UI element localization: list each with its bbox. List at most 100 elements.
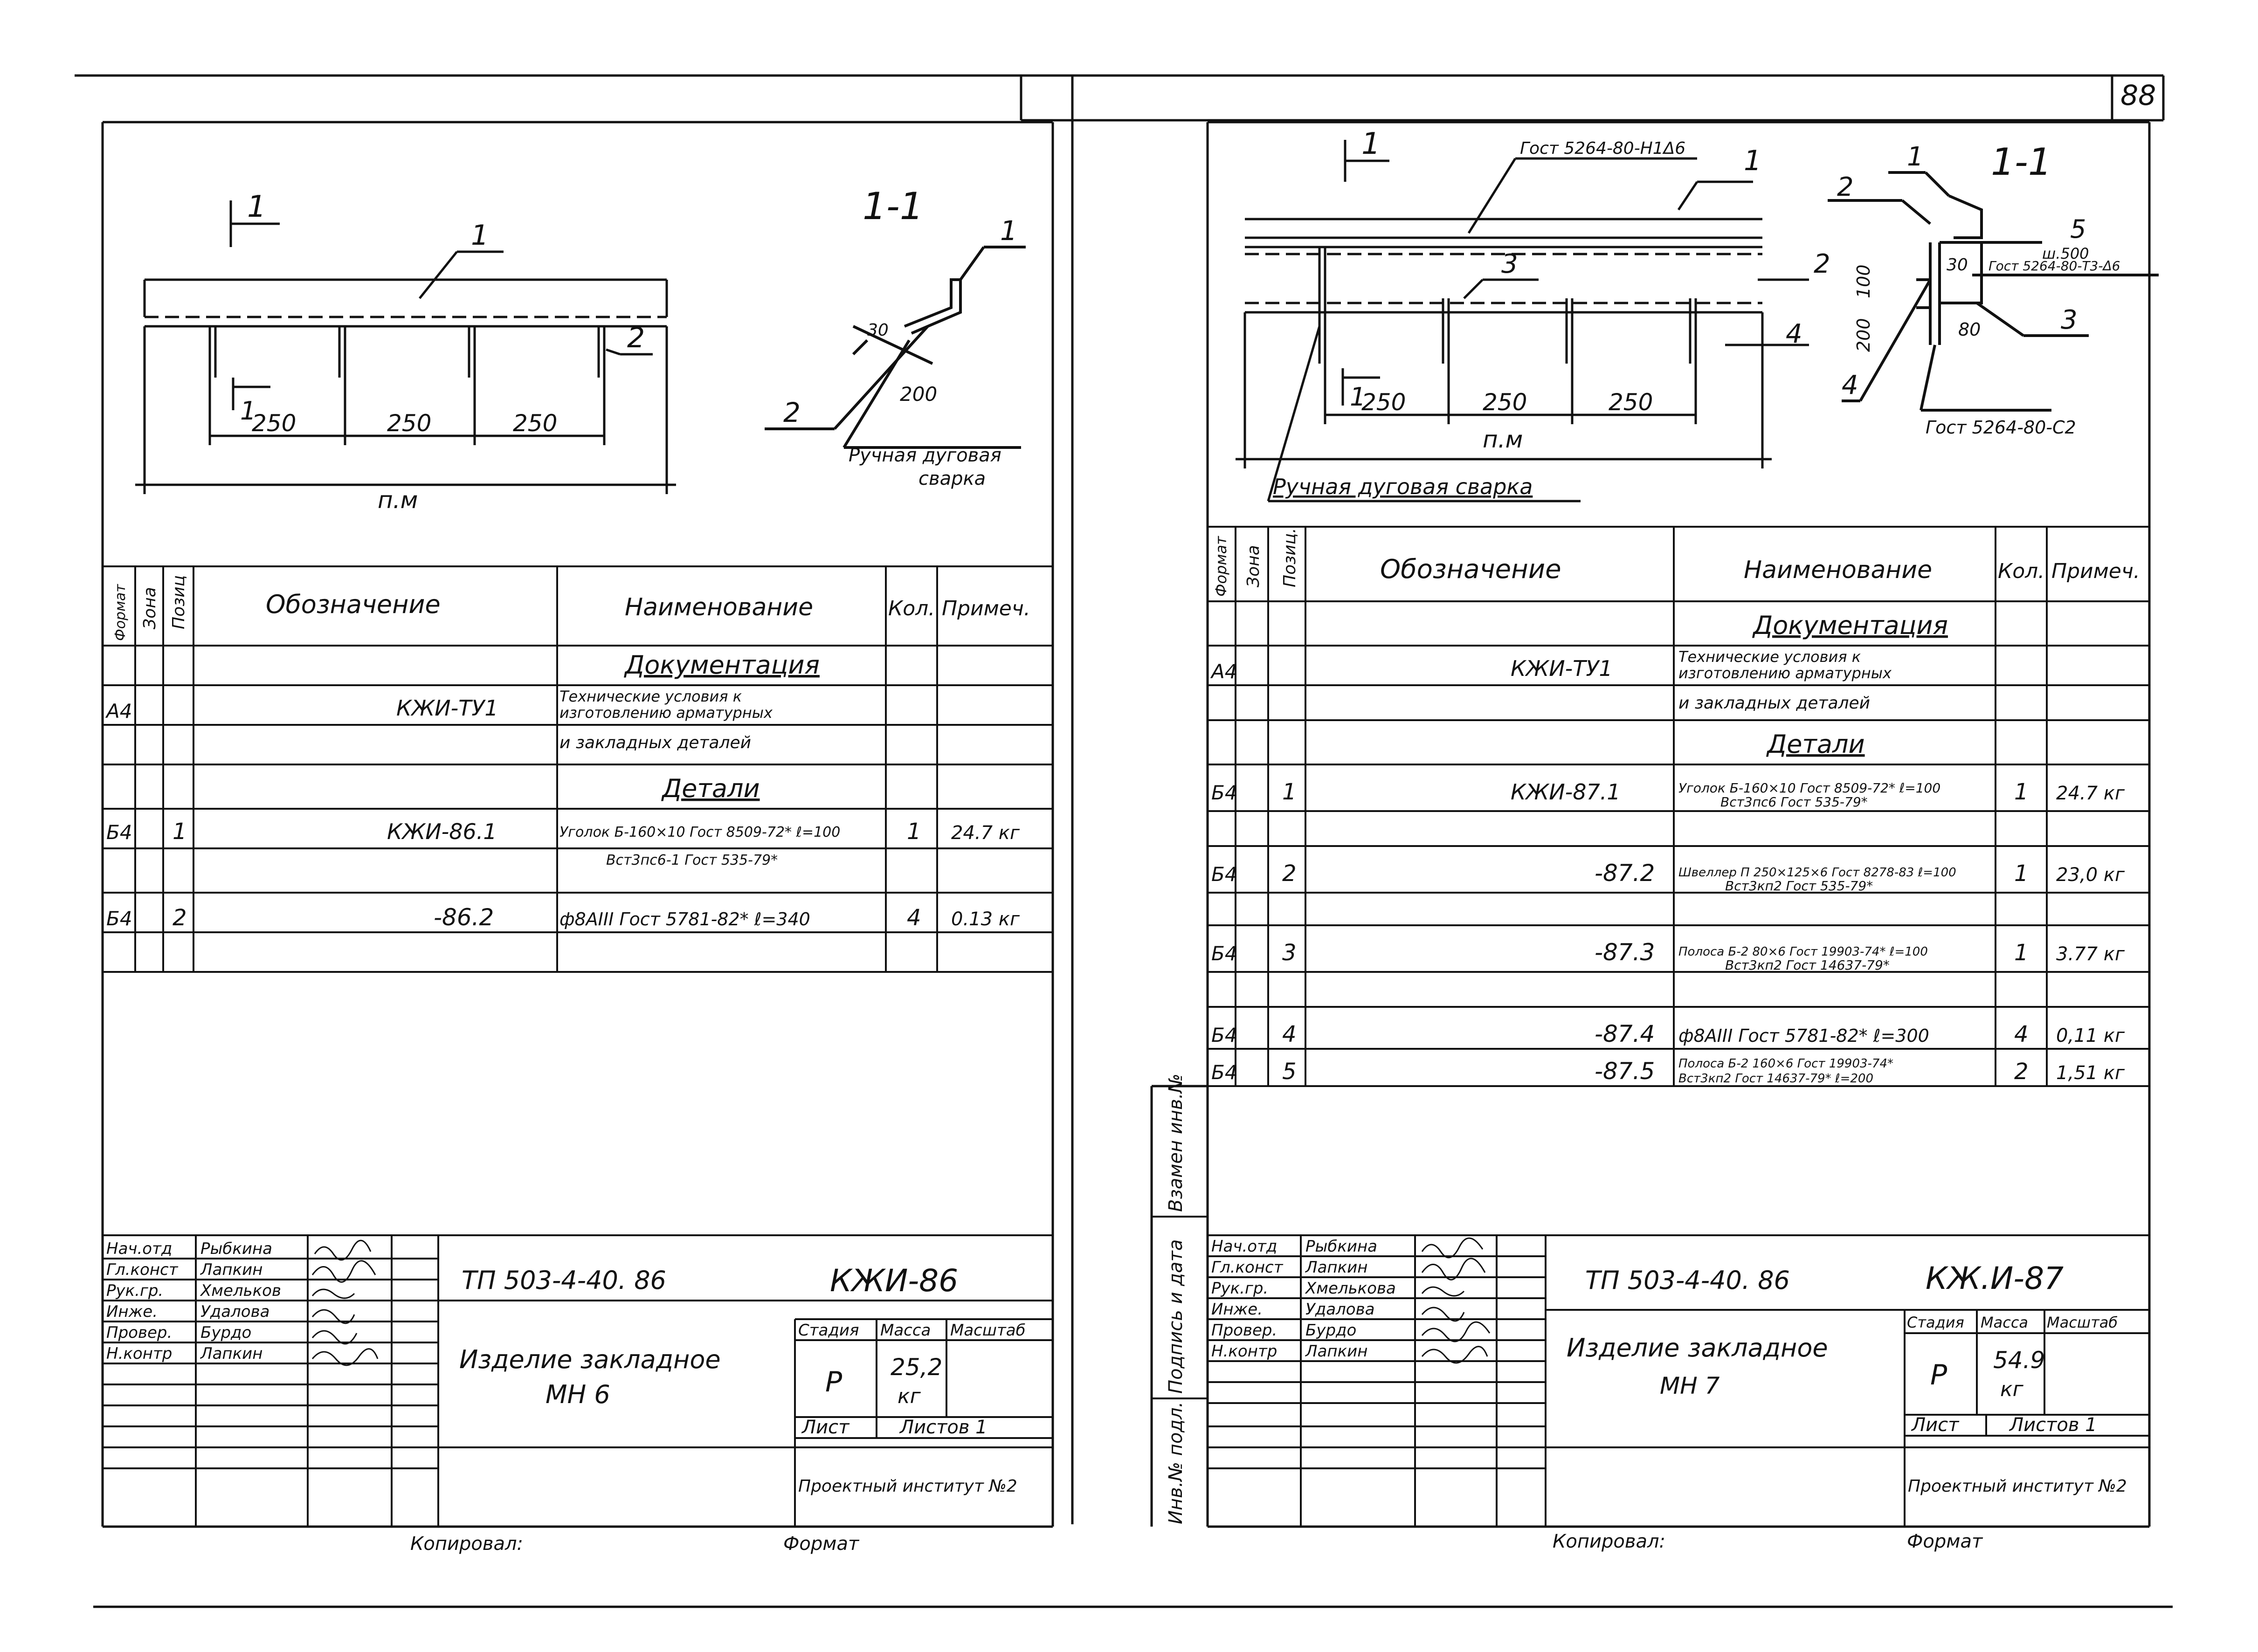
right-mass-label: Масса — [1981, 1314, 2028, 1331]
left-hdr-note: Примеч. — [942, 597, 1030, 620]
right-doc-code: КЖ.И-87 — [1926, 1260, 2064, 1296]
left-row2-name-1: ф8АIII Гост 5781-82* ℓ=340 — [559, 909, 810, 929]
right-row5-name-2: Вст3кп2 Гост 14637-79* ℓ=200 — [1678, 1072, 1873, 1086]
page-border-lines — [75, 74, 2173, 1608]
right-row5-pos: 5 — [1282, 1059, 1297, 1085]
right-pos1-callout: 1 — [1744, 145, 1761, 177]
left-doc-name-3: и закладных деталей — [559, 733, 751, 752]
right-row5-format: Б4 — [1211, 1061, 1237, 1084]
right-role-name-6: Лапкин — [1305, 1342, 1368, 1361]
right-section-title: 1-1 — [1991, 140, 2052, 184]
right-row3-designation: -87.3 — [1595, 939, 1655, 966]
left-doc-designation: КЖИ-ТУ1 — [396, 695, 498, 721]
right-row4-note: 0,11 кг — [2056, 1025, 2125, 1046]
left-section-pos1: 1 — [1000, 215, 1017, 247]
left-stage-label: Стадия — [798, 1321, 859, 1340]
right-channel-drawing — [1236, 140, 1809, 502]
right-doc-name-3: и закладных деталей — [1678, 694, 1870, 713]
right-row1-qty: 1 — [2014, 779, 2029, 805]
right-hdr-name: Наименование — [1744, 556, 1932, 584]
right-dim-500: ш.500 — [2042, 245, 2089, 262]
left-role-4: Инже. — [106, 1302, 158, 1321]
left-role-3: Рук.гр. — [106, 1281, 163, 1300]
right-doc-name-1: Технические условия к — [1678, 648, 1861, 666]
right-role-5: Провер. — [1211, 1321, 1277, 1340]
left-details-header: Детали — [661, 774, 760, 803]
right-row2-designation: -87.2 — [1595, 860, 1655, 887]
left-row1-name-1: Уголок Б-160×10 Гост 8509-72* ℓ=100 — [559, 824, 840, 840]
page-number: 88 — [2120, 79, 2156, 112]
right-pos3-callout: 3 — [1501, 249, 1518, 279]
right-row4-qty: 4 — [2014, 1021, 2029, 1047]
right-spec-table-grid — [1208, 526, 2149, 1087]
left-row2-designation: -86.2 — [434, 904, 494, 931]
left-role-2: Гл.конст — [106, 1260, 179, 1279]
left-weld-note-2: сварка — [918, 468, 986, 489]
right-row3-name-2: Вст3кп2 Гост 14637-79* — [1725, 957, 1890, 973]
right-role-2: Гл.конст — [1211, 1258, 1284, 1277]
right-section-profile — [1828, 171, 2159, 412]
left-weld-30: 30 — [867, 321, 889, 340]
left-mass-label: Масса — [880, 1321, 931, 1340]
right-sec-pos1: 1 — [1907, 142, 1924, 172]
left-format: Формат — [783, 1533, 860, 1555]
right-hdr-pos: Позиц. — [1280, 528, 1299, 587]
left-title-2: МН 6 — [546, 1380, 610, 1409]
left-sheet: 1 1 1 2 250 250 250 п.м 1-1 1 2 30 200 Р… — [101, 121, 1054, 1555]
right-gost-top: Гост 5264-80-Н1Δ6 — [1520, 139, 1685, 158]
left-hdr-zone: Зона — [140, 587, 159, 629]
right-role-name-1: Рыбкина — [1305, 1237, 1377, 1256]
left-dim-2: 250 — [387, 410, 431, 437]
right-row3-pos: 3 — [1282, 940, 1297, 966]
right-role-name-3: Хмелькова — [1305, 1279, 1396, 1298]
right-sheets-label: Листов 1 — [2009, 1414, 2097, 1436]
right-mass: 54.9 — [1993, 1347, 2045, 1374]
right-sec-pos3: 3 — [2061, 305, 2078, 335]
right-row3-format: Б4 — [1211, 942, 1237, 965]
right-row2-name-1: Швеллер П 250×125×6 Гост 8278-83 ℓ=100 — [1678, 866, 1956, 880]
right-row1-name-2: Вст3пс6 Гост 535-79* — [1720, 794, 1868, 810]
right-row1-format: Б4 — [1211, 781, 1237, 804]
right-title-2: МН 7 — [1660, 1372, 1720, 1399]
right-row1-pos: 1 — [1282, 779, 1297, 805]
left-signatures — [311, 1239, 379, 1366]
right-row3-note: 3.77 кг — [2056, 943, 2125, 965]
left-scale-label: Масштаб — [950, 1321, 1026, 1340]
right-doc-name-2: изготовлению арматурных — [1678, 664, 1892, 682]
right-title-block-grid — [1208, 1234, 2149, 1527]
left-copied: Копировал: — [410, 1533, 523, 1555]
left-row1-designation: КЖИ-86.1 — [387, 819, 497, 844]
left-role-5: Провер. — [106, 1323, 172, 1342]
left-role-name-6: Лапкин — [200, 1344, 263, 1363]
left-title-block-grid — [103, 1234, 1053, 1527]
left-spec-table-grid — [103, 565, 1053, 973]
right-row4-name-1: ф8АIII Гост 5781-82* ℓ=300 — [1678, 1026, 1929, 1046]
right-dim-2: 250 — [1483, 389, 1527, 416]
right-row5-designation: -87.5 — [1595, 1058, 1655, 1085]
left-hdr-format: Формат — [112, 584, 129, 641]
right-role-4: Инже. — [1211, 1300, 1263, 1319]
right-sec-pos2: 2 — [1837, 172, 1854, 202]
left-role-name-3: Хмельков — [200, 1281, 281, 1300]
left-signature-roles: Нач.отд Рыбкина Гл.конст Лапкин Рук.гр. … — [106, 1239, 281, 1363]
left-section-title: 1-1 — [863, 185, 924, 228]
left-row2-note: 0.13 кг — [951, 909, 1020, 930]
right-row5-note: 1,51 кг — [2056, 1062, 2125, 1084]
right-hdr-designation: Обозначение — [1380, 554, 1561, 585]
right-spec-row: Б4 3 -87.3 Полоса Б-2 80×6 Гост 19903-74… — [1211, 939, 2125, 973]
left-hdr-pos: Позиц — [169, 575, 188, 629]
left-doc-format: А4 — [105, 700, 132, 723]
left-role-name-2: Лапкин — [200, 1260, 263, 1279]
left-row2-qty: 4 — [907, 905, 921, 931]
right-hdr-zone: Зона — [1244, 545, 1263, 587]
right-row2-format: Б4 — [1211, 863, 1237, 886]
right-dim-total: п.м — [1483, 426, 1523, 453]
right-stage-label: Стадия — [1907, 1314, 1964, 1331]
right-role-1: Нач.отд — [1211, 1237, 1277, 1256]
left-spec-row: Б4 2 -86.2 ф8АIII Гост 5781-82* ℓ=340 4 … — [106, 904, 1020, 931]
left-role-name-4: Удалова — [200, 1302, 269, 1321]
right-row3-name-1: Полоса Б-2 80×6 Гост 19903-74* ℓ=100 — [1678, 945, 1928, 959]
right-row5-qty: 2 — [2014, 1059, 2029, 1085]
right-dim-1: 250 — [1361, 389, 1406, 416]
right-side-replace: Взамен инв.№ — [1165, 1074, 1187, 1212]
